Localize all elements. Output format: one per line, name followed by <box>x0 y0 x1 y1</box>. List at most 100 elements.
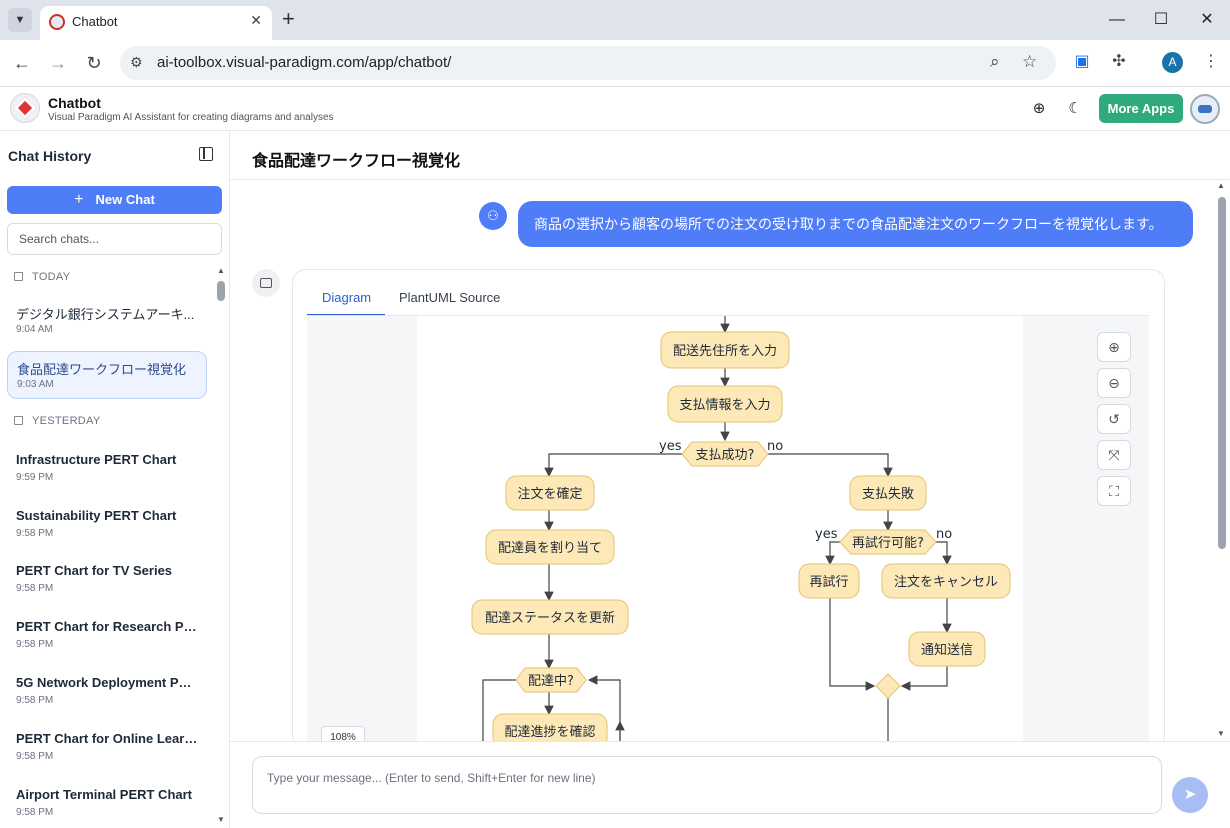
svg-text:支払情報を入力: 支払情報を入力 <box>679 398 770 413</box>
diagram-node: 支払失敗 <box>849 475 927 511</box>
tabs-divider <box>307 315 1149 316</box>
dark-mode-moon-icon[interactable]: ☾ <box>1068 100 1082 117</box>
fit-to-screen-icon[interactable]: ⤧ <box>1097 440 1131 470</box>
profile-avatar[interactable]: A <box>1162 52 1183 73</box>
svg-text:配達中?: 配達中? <box>528 674 574 689</box>
no-label: no <box>936 527 952 542</box>
zoom-in-icon[interactable]: ⊕ <box>1097 332 1131 362</box>
diagram-node: 注文をキャンセル <box>881 563 1011 599</box>
sidebar-scrollbar[interactable] <box>217 281 225 301</box>
tab-search-icon[interactable]: ▼ <box>8 8 32 32</box>
chat-item-active[interactable]: 食品配達ワークフロー視覚化 9:03 AM <box>7 351 207 399</box>
sidebar-scroll-up-icon[interactable]: ▲ <box>217 266 225 275</box>
assistant-avatar[interactable] <box>1190 94 1220 124</box>
reset-view-icon[interactable]: ↺ <box>1097 404 1131 434</box>
language-globe-icon[interactable]: ⊕ <box>1032 100 1046 117</box>
sidebar-title: Chat History <box>8 148 92 164</box>
tab-plantuml-source[interactable]: PlantUML Source <box>399 290 501 305</box>
more-apps-button[interactable]: More Apps <box>1099 94 1183 123</box>
app-logo <box>10 93 40 123</box>
new-chat-label: New Chat <box>95 192 155 207</box>
browser-tab[interactable]: Chatbot ✕ <box>40 6 272 40</box>
site-settings-icon[interactable]: ⚙ <box>130 54 143 70</box>
address-bar[interactable]: ⚙ ai-toolbox.visual-paradigm.com/app/cha… <box>120 46 1056 80</box>
chat-item-title: デジタル銀行システムアーキ... <box>16 307 195 322</box>
svg-text:配達員を割り当て: 配達員を割り当て <box>498 540 602 556</box>
diagram-node: 再試行 <box>798 563 860 599</box>
chat-item[interactable]: Infrastructure PERT Chart 9:59 PM <box>7 445 207 493</box>
chat-item[interactable]: Sustainability PERT Chart 9:58 PM <box>7 501 207 549</box>
svg-text:配達進捗を確認: 配達進捗を確認 <box>504 724 595 740</box>
chat-item[interactable]: 5G Network Deployment PE... 9:58 PM <box>7 668 207 716</box>
bot-icon <box>252 269 280 297</box>
window-close-icon[interactable]: ✕ <box>1200 11 1214 28</box>
chat-item[interactable]: PERT Chart for Online Learni... 9:58 PM <box>7 724 207 772</box>
sidebar-scroll-down-icon[interactable]: ▼ <box>217 815 225 824</box>
diagram-viewport: 配送先住所を入力 支払情報を入力 支払成功? yes no 注文を確定 <box>417 316 1023 748</box>
reload-icon[interactable]: ↻ <box>86 53 102 73</box>
url-text[interactable]: ai-toolbox.visual-paradigm.com/app/chatb… <box>157 54 452 71</box>
app-title: Chatbot <box>48 95 101 111</box>
svg-text:支払失敗: 支払失敗 <box>862 487 914 502</box>
chat-item-title: PERT Chart for Online Learni... <box>16 731 198 746</box>
chat-item[interactable]: PERT Chart for Research Proj... 9:58 PM <box>7 612 207 660</box>
chat-item-time: 9:03 AM <box>17 379 54 390</box>
yes-label: yes <box>659 439 682 454</box>
chat-item-time: 9:58 PM <box>16 695 54 706</box>
svg-text:支払成功?: 支払成功? <box>696 448 755 463</box>
chat-item[interactable]: PERT Chart for TV Series 9:58 PM <box>7 556 207 604</box>
chat-item-title: 5G Network Deployment PE... <box>16 675 198 690</box>
calendar-icon <box>14 416 23 425</box>
extension-icon[interactable]: ▣ <box>1074 53 1090 70</box>
fullscreen-icon[interactable]: ⛶ <box>1097 476 1131 506</box>
divider <box>230 179 1230 180</box>
browser-menu-icon[interactable]: ⋮ <box>1203 53 1219 70</box>
chat-item-title: PERT Chart for TV Series <box>16 563 173 578</box>
chat-item[interactable]: デジタル銀行システムアーキ... 9:04 AM <box>7 297 207 345</box>
chat-item-time: 9:04 AM <box>16 324 53 335</box>
forward-icon[interactable]: → <box>49 53 67 73</box>
decision-node: 配達中? <box>515 667 587 693</box>
favicon-icon <box>49 14 65 30</box>
user-avatar-icon: ⚇ <box>479 202 507 230</box>
search-chats-input[interactable] <box>7 223 222 255</box>
diagram-card: Diagram PlantUML Source <box>292 269 1165 749</box>
main-scrollbar[interactable] <box>1218 197 1226 549</box>
chat-main: 食品配達ワークフロー視覚化 ⚇ 商品の選択から顧客の場所での注文の受け取りまでの… <box>230 131 1230 828</box>
chat-item[interactable]: Airport Terminal PERT Chart 9:58 PM <box>7 780 207 828</box>
svg-text:再試行可能?: 再試行可能? <box>852 535 924 551</box>
browser-toolbar: ← → ↻ ⚙ ai-toolbox.visual-paradigm.com/a… <box>0 40 1230 87</box>
svg-text:注文をキャンセル: 注文をキャンセル <box>894 575 998 590</box>
decision-node: 支払成功? <box>681 441 769 467</box>
tab-diagram[interactable]: Diagram <box>322 290 372 305</box>
chat-item-title: Sustainability PERT Chart <box>16 508 177 523</box>
close-tab-icon[interactable]: ✕ <box>250 12 262 28</box>
diagram-node: 支払情報を入力 <box>667 385 783 423</box>
zoom-icon[interactable]: ⌕ <box>990 52 1000 71</box>
chat-history-sidebar: Chat History +New Chat TODAY デジタル銀行システムア… <box>0 131 230 828</box>
message-input[interactable] <box>252 756 1162 814</box>
plus-icon: + <box>74 191 84 208</box>
extensions-puzzle-icon[interactable]: ✣ <box>1112 53 1126 70</box>
main-scroll-up-icon[interactable]: ▲ <box>1217 181 1225 190</box>
edge <box>900 666 948 691</box>
maximize-icon[interactable]: ☐ <box>1153 11 1169 28</box>
back-icon[interactable]: ← <box>13 53 31 73</box>
diagram-node: 配達進捗を確認 <box>492 713 608 748</box>
new-chat-button[interactable]: + New Chat <box>7 186 222 214</box>
chat-item-time: 9:59 PM <box>16 472 54 483</box>
main-scroll-down-icon[interactable]: ▼ <box>1217 729 1225 738</box>
chat-item-title: Airport Terminal PERT Chart <box>16 787 193 802</box>
sidebar-toggle-icon[interactable] <box>199 147 213 161</box>
diagram-canvas[interactable]: 配送先住所を入力 支払情報を入力 支払成功? yes no 注文を確定 <box>307 316 1149 748</box>
send-button[interactable]: ➤ <box>1172 777 1208 813</box>
section-yesterday: YESTERDAY <box>14 415 101 427</box>
edge <box>935 541 952 566</box>
bookmark-star-icon[interactable]: ☆ <box>1022 52 1038 71</box>
zoom-out-icon[interactable]: ⊖ <box>1097 368 1131 398</box>
browser-tab-bar: ▼ Chatbot ✕ + — ☐ ✕ <box>0 0 1230 40</box>
minimize-icon[interactable]: — <box>1109 11 1125 28</box>
composer-divider <box>230 741 1230 742</box>
new-tab-icon[interactable]: + <box>282 6 295 31</box>
chat-item-title: PERT Chart for Research Proj... <box>16 619 198 634</box>
